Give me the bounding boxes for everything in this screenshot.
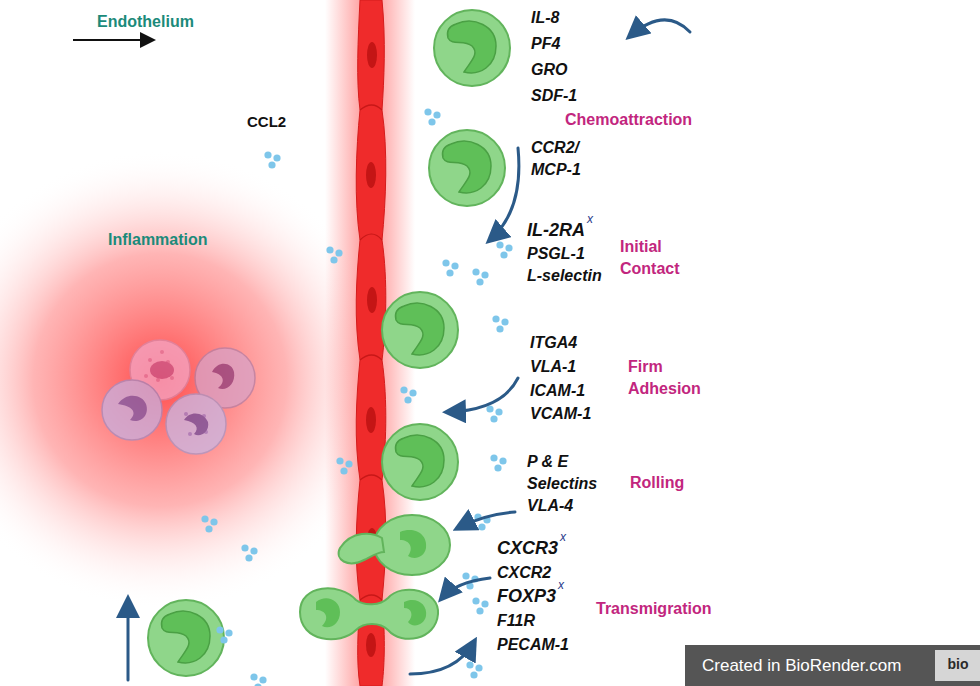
molecule-label: CCR2/ MCP-1 (531, 137, 595, 181)
chemokine-dot (424, 108, 431, 115)
molecule-label: IL-2RA (527, 220, 585, 241)
chemokine-dot (335, 249, 342, 256)
chemokine-dot (404, 396, 411, 403)
mark-label: x (558, 579, 564, 593)
chemokine-dot (250, 673, 257, 680)
molecule-label: PF4 (531, 35, 560, 53)
chemokine-dot (466, 661, 473, 668)
molecule-label: P & E Selectins (527, 451, 609, 495)
molecule-label: L-selectin (527, 267, 602, 285)
chemokine-dot (494, 464, 501, 471)
chemokine-dot (472, 597, 479, 604)
molecule-label: IL-8 (531, 9, 559, 27)
chemokine-dot (475, 664, 482, 671)
chemokine-dot (476, 278, 483, 285)
chemokine-dot (495, 408, 502, 415)
molecule-label: VLA-1 (530, 358, 576, 376)
chemokine-dot (264, 151, 271, 158)
stage-label: Chemoattraction (565, 111, 692, 129)
molecule-label: ICAM-1 (530, 382, 585, 400)
chemokine-dot (340, 467, 347, 474)
watermark-bar: Created in BioRender.combio (685, 645, 980, 686)
chemokine-dot (400, 386, 407, 393)
chemokine-dot (330, 256, 337, 263)
chemokine-dot (446, 269, 453, 276)
molecule-label: CXCR2 (497, 564, 551, 582)
chemokine-dot (210, 518, 217, 525)
chemokine-dot (220, 636, 227, 643)
chemokine-dot (254, 683, 261, 686)
stage-label: Firm Adhesion (628, 356, 720, 400)
chemokine-dot (490, 454, 497, 461)
chemokine-dot (499, 457, 506, 464)
chemokine-dot (442, 259, 449, 266)
chemokine-dot (216, 626, 223, 633)
chemokine-dot (476, 607, 483, 614)
watermark-badge: bio (935, 650, 980, 681)
chemokine-label: CCL2 (247, 113, 286, 130)
chemokine-dot (490, 415, 497, 422)
mark-label: x (560, 531, 566, 545)
molecule-label: VCAM-1 (530, 405, 591, 423)
chemokine-dot (451, 262, 458, 269)
molecule-label: F11R (497, 612, 535, 630)
chemokine-dot (486, 405, 493, 412)
chemokine-dot (259, 676, 266, 683)
chemokine-dot (409, 389, 416, 396)
chemokine-dot (481, 271, 488, 278)
molecule-label: ITGA4 (530, 334, 577, 352)
node-text: bio (935, 656, 980, 672)
chemokine-dot (472, 268, 479, 275)
molecule-label: VLA-4 (527, 497, 573, 515)
stage-label: Initial Contact (620, 236, 710, 280)
chemokine-dot (500, 251, 507, 258)
chemokine-dot (336, 457, 343, 464)
chemokine-dot (345, 460, 352, 467)
chemokine-dot (433, 111, 440, 118)
chemokine-dot (245, 554, 252, 561)
chemokine-dot (268, 161, 275, 168)
molecule-label: FOXP3 (497, 586, 556, 607)
region-label: Inflammation (108, 231, 208, 249)
chemokine-dot (470, 671, 477, 678)
chemokine-dot (241, 544, 248, 551)
chemokine-dot (250, 547, 257, 554)
chemokine-dot (492, 315, 499, 322)
chemokine-dot (201, 515, 208, 522)
chemokine-dot (428, 118, 435, 125)
chemokine-dot (496, 241, 503, 248)
chemokine-dot (501, 318, 508, 325)
stage-label: Rolling (630, 474, 684, 492)
molecule-label: SDF-1 (531, 87, 577, 105)
mark-label: x (587, 213, 593, 227)
chemokine-dot (326, 246, 333, 253)
chemokine-dot (481, 600, 488, 607)
region-label: Endothelium (97, 13, 194, 31)
stage-label: Transmigration (596, 600, 712, 618)
chemokine-dot (205, 525, 212, 532)
chemokine-dot (505, 244, 512, 251)
chemokine-dot (496, 325, 503, 332)
molecule-label: PSGL-1 (527, 245, 585, 263)
chemokine-dot (478, 523, 485, 530)
chemokine-dot (462, 572, 469, 579)
molecule-label: CXCR3 (497, 538, 558, 559)
chemokine-dot (225, 629, 232, 636)
molecule-label: PECAM-1 (497, 636, 569, 654)
molecule-label: GRO (531, 61, 567, 79)
chemokine-dot (273, 154, 280, 161)
